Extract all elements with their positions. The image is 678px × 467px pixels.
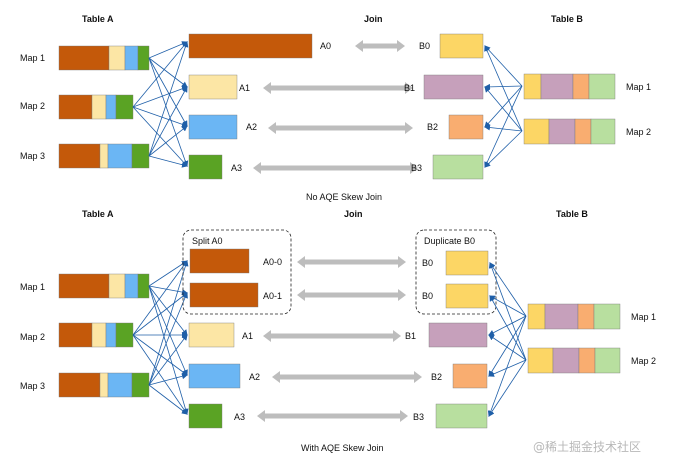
map-1-label: Map 1: [20, 282, 45, 292]
shuffle-edges-right: [487, 262, 527, 417]
partition-b2: [448, 114, 484, 140]
shuffle-edges-right: [484, 45, 523, 168]
partition-a0-1: [189, 282, 259, 308]
table-a-header: Table A: [82, 14, 114, 24]
duplicate-b0-label: Duplicate B0: [424, 236, 475, 246]
right-map-1-label: Map 1: [626, 82, 651, 92]
bottom-caption: With AQE Skew Join: [301, 443, 384, 453]
partition-b1: [428, 322, 488, 348]
join-arrow-a2-b2: [268, 122, 413, 134]
right-map-2-label: Map 2: [626, 127, 651, 137]
partition-a0-0-label: A0-0: [263, 257, 282, 267]
partition-a0-label: A0: [320, 41, 331, 51]
split-a0-label: Split A0: [192, 236, 223, 246]
partition-a0: [188, 33, 313, 59]
map-2-bar: [58, 94, 134, 120]
map-3-bar: [58, 372, 150, 398]
map-2-bar: [58, 322, 134, 348]
bottom-section: Table A Join Table B Map 1 Map 2 Map 3: [20, 209, 656, 453]
partition-a3-label: A3: [234, 412, 245, 422]
partition-a2: [188, 363, 241, 389]
right-map-2-bar: [523, 118, 616, 145]
partition-b3: [435, 403, 488, 429]
join-arrow-a3-b3: [257, 410, 408, 422]
table-b-header: Table B: [556, 209, 588, 219]
map-3-bar: [58, 143, 150, 169]
join-arrow-a1-b1: [263, 330, 401, 342]
partition-b1-label: B1: [405, 331, 416, 341]
watermark: @稀土掘金技术社区: [533, 439, 641, 454]
partition-a1: [188, 322, 235, 348]
partition-b3-label: B3: [411, 163, 422, 173]
map-1-bar: [58, 273, 150, 299]
partition-b0-label: B0: [419, 41, 430, 51]
partition-b0-second: [445, 283, 489, 309]
partition-b2-label: B2: [431, 372, 442, 382]
top-caption: No AQE Skew Join: [306, 192, 382, 202]
partition-b0-first: [445, 250, 489, 276]
right-map-1-label: Map 1: [631, 312, 656, 322]
partition-b2-label: B2: [427, 122, 438, 132]
join-header: Join: [344, 209, 363, 219]
partition-a1-label: A1: [242, 331, 253, 341]
join-arrow-a0-0-b0: [297, 256, 406, 268]
join-arrow-a0-b0: [355, 40, 405, 52]
shuffle-edges-left: [132, 41, 189, 168]
partition-a2: [188, 114, 238, 140]
partition-a0-1-label: A0-1: [263, 291, 282, 301]
partition-a2-label: A2: [249, 372, 260, 382]
partition-a3-label: A3: [231, 163, 242, 173]
partition-a0-0: [189, 248, 250, 274]
top-section: Table A Join Table B Map 1 Map 2 Map 3: [20, 14, 651, 202]
join-arrow-a3-b3: [253, 162, 418, 174]
partition-b2: [452, 363, 488, 389]
join-arrow-a1-b1: [263, 82, 413, 94]
right-map-2-label: Map 2: [631, 356, 656, 366]
partition-b0-label: B0: [422, 258, 433, 268]
partition-a3: [188, 154, 223, 180]
map-1-label: Map 1: [20, 53, 45, 63]
partition-a2-label: A2: [246, 122, 257, 132]
split-a0-group: [182, 229, 292, 315]
join-arrow-a0-1-b0: [297, 289, 406, 301]
map-2-label: Map 2: [20, 332, 45, 342]
map-3-label: Map 3: [20, 151, 45, 161]
partition-a3: [188, 403, 223, 429]
right-map-1-bar: [527, 303, 621, 330]
partition-b3: [432, 154, 484, 180]
partition-a1: [188, 74, 238, 100]
partition-b1: [423, 74, 484, 100]
partition-b0: [439, 33, 484, 59]
join-arrow-a2-b2: [272, 371, 422, 383]
map-1-bar: [58, 45, 150, 71]
right-map-1-bar: [523, 73, 616, 100]
join-header: Join: [364, 14, 383, 24]
partition-b3-label: B3: [413, 412, 424, 422]
partition-a1-label: A1: [239, 83, 250, 93]
table-a-header: Table A: [82, 209, 114, 219]
map-2-label: Map 2: [20, 101, 45, 111]
partition-b0-label: B0: [422, 291, 433, 301]
partition-b1-label: B1: [404, 83, 415, 93]
map-3-label: Map 3: [20, 381, 45, 391]
right-map-2-bar: [527, 347, 621, 374]
table-b-header: Table B: [551, 14, 583, 24]
shuffle-edges-left: [132, 260, 189, 415]
